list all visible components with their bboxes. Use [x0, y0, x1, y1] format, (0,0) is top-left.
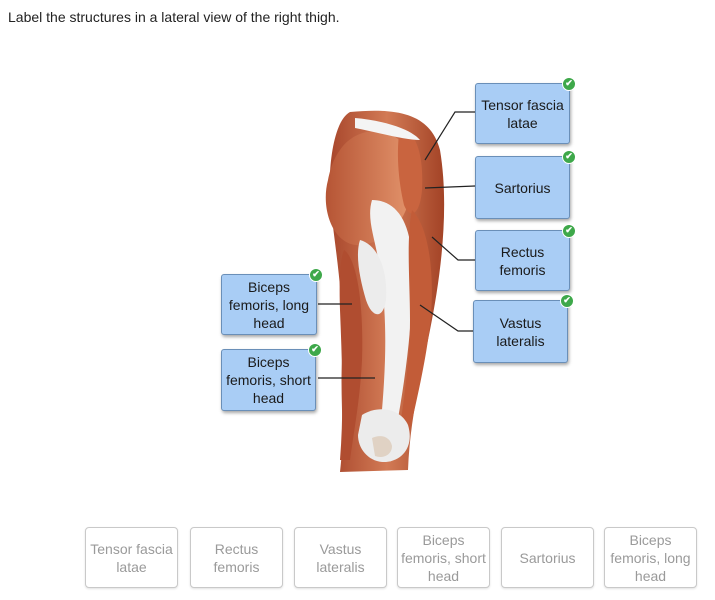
check-icon: ✔: [560, 294, 574, 308]
label-text: Vastus lateralis: [496, 314, 545, 349]
vastus-shape: [398, 210, 432, 440]
check-icon: ✔: [309, 268, 323, 282]
tensor-shape: [397, 128, 423, 214]
label-text: Biceps femoris, short head: [226, 354, 311, 406]
label-sartorius[interactable]: Sartorius ✔: [475, 150, 576, 219]
question-prompt: Label the structures in a lateral view o…: [8, 9, 340, 25]
label-text: Tensor fascia latae: [481, 96, 564, 131]
tile-text: Biceps femoris, long head: [610, 531, 691, 584]
check-icon: ✔: [562, 77, 576, 91]
leader-rectus: [431, 236, 475, 261]
leader-vastus: [419, 304, 475, 332]
leader-sartorius: [424, 185, 476, 189]
label-tensor-fascia-latae[interactable]: Tensor fascia latae ✔: [475, 77, 576, 144]
word-bank-tile-biceps-short[interactable]: Biceps femoris, short head: [397, 527, 490, 588]
word-bank-tile-tensor[interactable]: Tensor fascia latae: [85, 527, 178, 588]
leader-tensor: [424, 111, 475, 161]
tile-text: Sartorius: [519, 549, 576, 566]
check-icon: ✔: [562, 224, 576, 238]
word-bank-tile-sartorius[interactable]: Sartorius: [501, 527, 594, 588]
word-bank-tile-biceps-long[interactable]: Biceps femoris, long head: [604, 527, 697, 588]
label-text: Biceps femoris, long head: [228, 278, 310, 331]
label-vastus-lateralis[interactable]: Vastus lateralis ✔: [473, 294, 574, 363]
check-icon: ✔: [308, 343, 322, 357]
label-text: Sartorius: [494, 179, 551, 196]
label-rectus-femoris[interactable]: Rectus femoris ✔: [475, 224, 576, 291]
label-biceps-femoris-long-head[interactable]: Biceps femoris, long head ✔: [221, 268, 323, 335]
label-biceps-femoris-short-head[interactable]: Biceps femoris, short head ✔: [221, 343, 322, 411]
word-bank-tile-rectus[interactable]: Rectus femoris: [190, 527, 283, 588]
biceps-shape: [339, 250, 363, 460]
word-bank-tile-vastus[interactable]: Vastus lateralis: [294, 527, 387, 588]
tile-text: Biceps femoris, short head: [401, 531, 486, 584]
it-band-shape: [370, 200, 413, 432]
label-text: Rectus femoris: [499, 243, 546, 278]
tile-text: Tensor fascia latae: [90, 540, 173, 575]
check-icon: ✔: [562, 150, 576, 164]
tile-text: Vastus lateralis: [316, 540, 365, 575]
tile-text: Rectus femoris: [213, 540, 260, 575]
